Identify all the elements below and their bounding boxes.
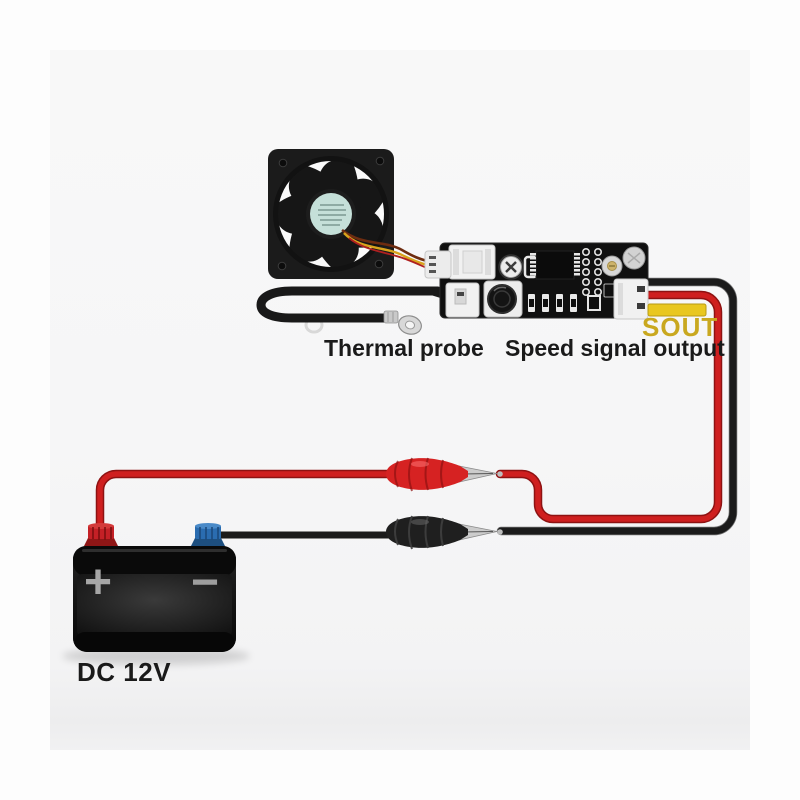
red-clip-boot (386, 458, 468, 490)
controller-board (424, 242, 649, 320)
fan-screw-holes (277, 156, 385, 271)
battery-voltage-label: DC 12V (77, 657, 172, 687)
screw-trimmer (601, 255, 623, 277)
battery-plus-symbol: + (84, 556, 113, 609)
via-holes (581, 248, 602, 296)
positive-wire (495, 290, 723, 524)
smd-resistors (528, 294, 577, 312)
negative-wire (496, 277, 738, 536)
battery-face (77, 574, 232, 636)
thermal-probe-wire (256, 286, 443, 323)
output-connector (613, 278, 649, 320)
fan-connector (424, 244, 496, 280)
red-alligator-clip (386, 457, 498, 492)
trimmer-potentiometer (498, 254, 524, 280)
fan-hub-label-text-lines (318, 204, 346, 226)
speed-signal-output-label: Speed signal output (505, 335, 725, 361)
probe-ring-terminal (398, 315, 422, 335)
ic-chip (530, 250, 580, 280)
battery-positive-wire (95, 469, 397, 541)
battery (62, 523, 250, 665)
inductor (483, 280, 523, 318)
battery-bottom-band (75, 632, 234, 651)
cooling-fan (268, 149, 394, 279)
sout-label: SOUT (642, 312, 719, 342)
battery-negative-wire (214, 529, 503, 539)
black-alligator-clip (386, 515, 498, 550)
battery-minus-symbol: − (191, 556, 220, 609)
negative-wire-tip (497, 529, 503, 535)
negative-terminal (191, 523, 225, 546)
signal-wire-sout (647, 303, 707, 317)
thermal-probe-label: Thermal probe (324, 335, 484, 361)
positive-terminal (84, 523, 118, 546)
fan-rim (273, 156, 389, 272)
smd-outline-2 (587, 295, 601, 311)
black-clip-boot (386, 516, 468, 548)
fan-plug (424, 250, 452, 279)
fan-lead-wires (341, 228, 428, 269)
positive-wire-tip (497, 471, 503, 477)
probe-crimp (383, 310, 399, 324)
fan-hub-label (310, 193, 352, 235)
thermal-probe (256, 286, 449, 335)
capacitor (622, 246, 646, 270)
battery-top-rim (73, 546, 236, 576)
probe-connector (445, 282, 480, 318)
